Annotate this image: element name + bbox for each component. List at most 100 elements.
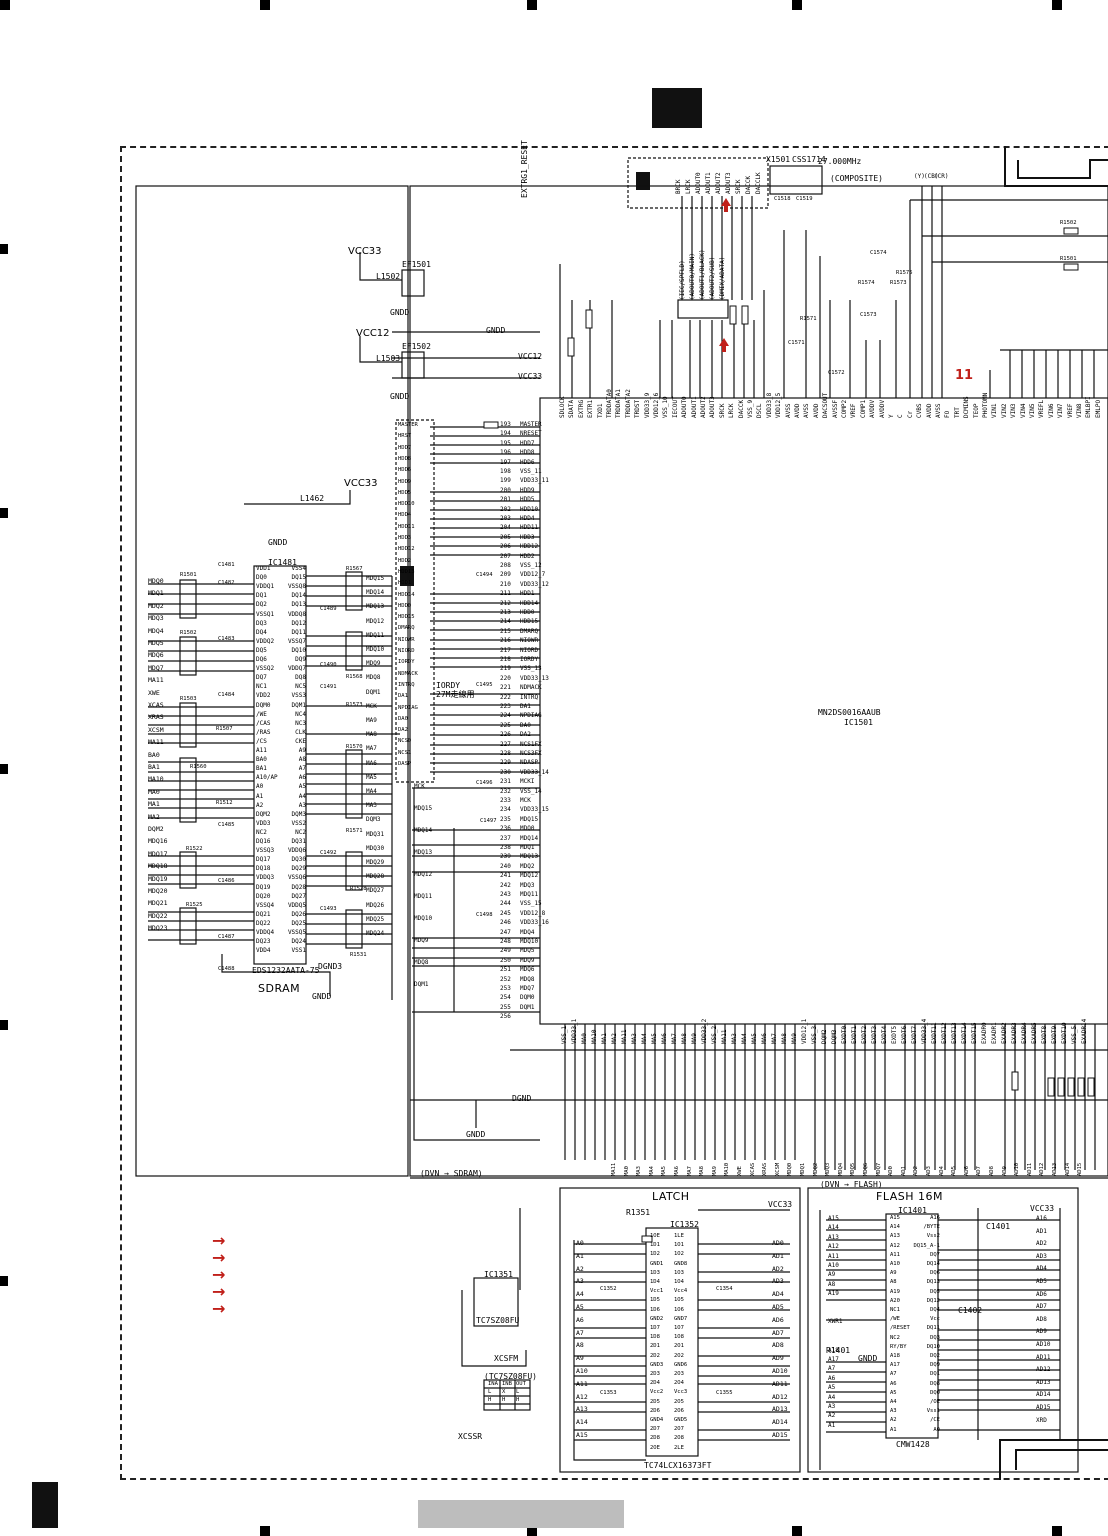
sdram-pin-label: DQM3 [291,810,306,818]
sdram-pin-label: DQ20 [256,892,271,900]
dvn-sdram-label: (DVN → SDRAM) [420,1169,483,1178]
main-ic-pin-label: EXDT5 [891,1025,898,1044]
truth-table-cell: L [516,1389,520,1395]
sdram-pin-label: A7 [298,765,306,773]
main-ic-pin-label: ADOUT0 [681,396,689,418]
truth-table-cell: INA [488,1381,498,1387]
main-ic-pin-label: EMLPO [1094,399,1102,418]
latch-net-label: AD5 [772,1303,784,1311]
bottom-bus-net-label: AD9 [1001,1166,1008,1176]
extr-label: EXTRG1_RESET [520,140,529,198]
latch-pin-label: Vcc1 [650,1288,664,1295]
sdram-net-label: MDQ26 [366,901,385,909]
main-ic-pin-label: DQM1 [520,1003,535,1011]
main-ic-pin-number: 227 [500,740,511,748]
latch-pin-label: 1D6 [650,1306,660,1313]
main-ic-pin-label: SDATA [568,399,576,418]
bottom-bus-net-label: AD12 [1039,1162,1046,1176]
flash-net-label: A1 [828,1421,836,1429]
flash-pin-label: A2 [890,1417,897,1424]
main-ic-pin-label: TRT [953,407,961,418]
flash-net-label: AD7 [1036,1303,1047,1311]
sdram-pin-label: DQ19 [256,883,271,891]
sdram-pin-label: DQ0 [256,574,267,582]
main-ic-pin-label: DACSOUT [822,392,830,418]
main-ic-pin-label: DA1 [520,703,531,710]
latch-net-label: A6 [576,1315,584,1324]
flash-net-label: A9 [828,1271,836,1279]
registration-mark [1052,1526,1062,1536]
flash-net-label: A18 [828,1346,839,1354]
resistor-ref: R1501 [1060,256,1077,262]
sdram-pin-label: DQ27 [291,892,306,900]
latch-pin-label: 2D6 [650,1407,660,1414]
main-ic-pin-label: EXADR4 [1021,1022,1028,1044]
bus-net-label: MDQ15 [414,805,433,812]
bottom-bus-net-label: XCSM [774,1162,781,1176]
bottom-bus-net-label: MDQ5 [850,1162,857,1176]
hdd-net-label: NCS1 [398,749,412,756]
main-ic-pin-number: 244 [500,900,511,908]
sdram-net-label: XRAS [148,713,164,722]
main-ic-pin-number: 234 [500,806,511,814]
sdram-pin-label: A6 [298,774,306,782]
latch-r1351: R1351 [626,1208,651,1217]
flash-net-label: A10 [828,1262,839,1269]
flash-title: FLASH 16M [876,1190,943,1203]
registration-mark [0,1020,8,1030]
main-ic-pin-number: 251 [500,966,511,974]
sdram-net-label: MDQ25 [366,915,385,923]
capacitor-ref: C1518 [774,196,791,202]
sdram-net-label: BA0 [148,750,160,759]
truth-table-cell: H [488,1397,492,1403]
gnd-label: GNDD [268,538,288,547]
main-ic-pin-label: MDQ1 [520,844,535,851]
sdram-net-label: XCSM [148,725,164,734]
bottom-bus-net-label: AD7 [976,1166,983,1176]
sdram-pin-label: DQ28 [291,883,306,891]
flash-pin-label: A9 [890,1270,897,1277]
main-ic-pin-label: HDD15 [520,618,539,626]
main-ic-pin-label: MDQ12 [520,872,539,880]
hdd-net-label: NCS0 [398,738,412,745]
flash-net-label: A17 [828,1356,839,1363]
main-ic-pin-label: DQM3 [831,1029,838,1044]
registration-mark [1052,0,1062,10]
sdram-net-label: DQM3 [366,816,381,824]
latch-net-label: A10 [576,1367,588,1375]
bottom-bus-net-label: AD2 [913,1166,920,1176]
truth-table-cell: INB [502,1381,512,1387]
main-ic-pin-label: HDD6 [520,458,535,466]
main-ic-pin-label: MA1 [601,1033,608,1044]
hdd-net-label: HRST [398,433,412,440]
main-ic-pin-number: 238 [500,844,511,851]
latch-pin-label: GND4 [650,1417,664,1423]
main-ic-pin-label: EXDT9 [1051,1025,1058,1044]
sdram-net-label: MA11 [148,676,164,685]
resistor-ref: R1502 [180,630,197,636]
gnd-label: GNDD [858,1354,878,1363]
main-ic-pin-label: COMP1 [859,399,867,418]
main-ic-pin-label: MASTER [520,421,542,428]
main-ic-pin-label: HDD11 [520,524,539,532]
main-ic-pin-number: 235 [500,815,511,823]
main-ic-pin-number: 221 [500,684,511,692]
main-ic-pin-label: DA0 [520,721,531,729]
sdram-pin-label: VDDQ5 [287,901,306,909]
main-ic-pin-label: HDD2 [520,552,535,560]
flash-pin-label: DQ15_A-1 [913,1242,941,1249]
flash-pin-label: A10 [890,1261,900,1267]
main-ic-pin-number: 206 [500,543,511,551]
resistor-ref: R1503 [180,696,197,702]
latch-pin-label: 2O3 [674,1371,684,1377]
main-ic-pin-label: SRCK [718,403,726,418]
main-ic-pin-label: VDD33_15 [520,806,549,814]
sdram-pin-label: A11 [256,747,267,754]
flash-ic-ref: IC1401 [898,1206,927,1215]
latch-net-label: A11 [576,1379,588,1388]
main-ic-pin-label: MA9 [791,1033,798,1044]
main-ic-pin-number: 232 [500,787,511,795]
latch-pin-label: 2O2 [674,1352,684,1359]
capacitor-ref: C1573 [860,312,877,318]
main-ic-pin-number: 249 [500,947,511,955]
